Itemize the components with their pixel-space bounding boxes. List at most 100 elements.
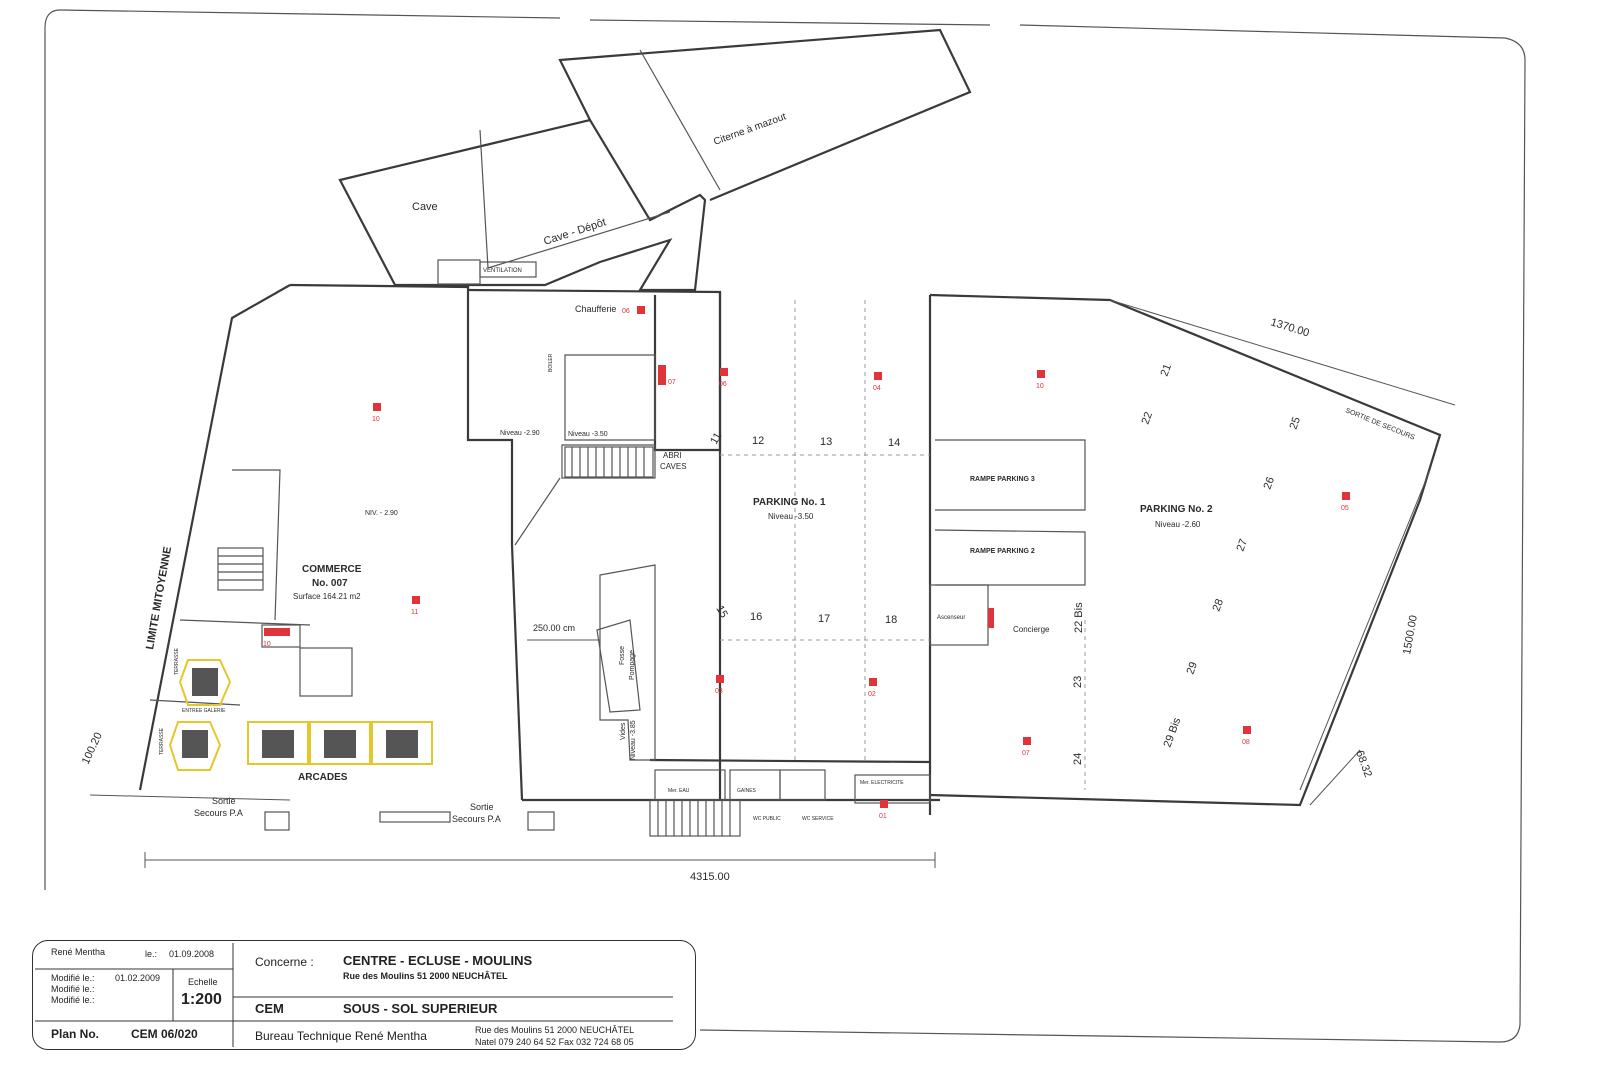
stairs bbox=[217, 446, 741, 837]
dim-100: 100.20 bbox=[80, 731, 105, 767]
fire-markers bbox=[264, 306, 1350, 808]
label-distance: 250.00 cm bbox=[533, 623, 575, 633]
concerne-label: Concerne : bbox=[255, 955, 314, 969]
bureau-name: Bureau Technique René Mentha bbox=[255, 1029, 427, 1043]
room-labels: Cave Cave - Dépôt Citerne à mazout VENTI… bbox=[144, 111, 1416, 824]
label-abri: ABRI bbox=[663, 451, 682, 460]
space-11: 11 bbox=[708, 431, 724, 447]
space-28: 28 bbox=[1211, 597, 1226, 613]
level-name: SOUS - SOL SUPERIEUR bbox=[343, 1001, 498, 1016]
dim-68: 68.32 bbox=[1353, 749, 1374, 779]
marker-label: 10 bbox=[263, 641, 271, 648]
space-15: 15 bbox=[713, 604, 730, 621]
space-21: 21 bbox=[1159, 362, 1174, 378]
bureau-contact: Natel 079 240 64 52 Fax 032 724 68 05 bbox=[475, 1037, 634, 1047]
project-name: CENTRE - ECLUSE - MOULINS bbox=[343, 953, 533, 968]
marker-label: 04 bbox=[873, 385, 881, 392]
label-surface: Surface 164.21 m2 bbox=[293, 592, 361, 601]
label-sortie-1: Sortie bbox=[212, 796, 236, 806]
space-29: 29 bbox=[1185, 660, 1200, 676]
parking-1-numbers: 11 12 13 14 15 16 17 18 bbox=[708, 431, 900, 626]
label-ventilation: VENTILATION bbox=[483, 268, 522, 274]
space-14: 14 bbox=[888, 437, 900, 449]
space-27: 27 bbox=[1235, 537, 1250, 553]
label-parking-1: PARKING No. 1 bbox=[753, 497, 826, 508]
marker-label: 03 bbox=[715, 688, 723, 695]
author-name: René Mentha bbox=[51, 947, 106, 957]
space-22-bis: 22 Bis bbox=[1073, 602, 1085, 633]
marker-label: 01 bbox=[879, 813, 887, 820]
label-terrasse-2: TERRASSE bbox=[159, 727, 165, 755]
label-mer-eau: Mer. EAU bbox=[668, 788, 690, 794]
space-24: 24 bbox=[1072, 753, 1084, 765]
project-code: CEM bbox=[255, 1001, 284, 1016]
label-sortie-secours: SORTIE DE SECOURS bbox=[1344, 407, 1416, 441]
modified-date-1: 01.02.2009 bbox=[115, 973, 161, 983]
label-niveau-350: Niveau -3.50 bbox=[568, 431, 608, 438]
label-vides: Vides bbox=[620, 722, 627, 740]
label-commerce: COMMERCE bbox=[302, 564, 362, 575]
plan-number: CEM 06/020 bbox=[131, 1027, 198, 1041]
label-secours-2: Secours P.A bbox=[452, 814, 501, 824]
title-block-grid bbox=[35, 943, 673, 1047]
label-vides-niveau: Niveau -3.85 bbox=[630, 720, 637, 760]
space-23: 23 bbox=[1072, 676, 1084, 688]
main-walls bbox=[138, 283, 1442, 815]
label-ascenseur: Ascenseur bbox=[937, 615, 965, 621]
space-25: 25 bbox=[1288, 415, 1303, 431]
scale-value: 1:200 bbox=[181, 991, 222, 1008]
plan-label: Plan No. bbox=[51, 1027, 100, 1041]
date-value: 01.09.2008 bbox=[169, 949, 215, 959]
marker-label: 06 bbox=[622, 308, 630, 315]
marker-label: 05 bbox=[1341, 505, 1349, 512]
north-wing-walls bbox=[338, 28, 972, 292]
label-wc-public: WC PUBLIC bbox=[753, 816, 781, 822]
label-fosse: Fosse bbox=[619, 646, 626, 665]
space-18: 18 bbox=[885, 614, 897, 626]
label-commerce-no: No. 007 bbox=[312, 578, 348, 589]
label-pompage: Pompage bbox=[629, 650, 636, 680]
label-sortie-2: Sortie bbox=[470, 802, 494, 812]
parking-guides bbox=[720, 300, 1086, 790]
label-mer-elec: Mer. ELECTRICITE bbox=[860, 780, 904, 786]
label-entree: ENTREE GALERIE bbox=[182, 708, 226, 714]
title-block: René Mentha le.: 01.09.2008 Modifié le.:… bbox=[32, 940, 696, 1050]
dim-1370: 1370.00 bbox=[1269, 316, 1311, 339]
label-terrasse-1: TERRASSE bbox=[174, 647, 180, 675]
label-niveau-290: Niveau -2.90 bbox=[500, 430, 540, 437]
label-citerne: Citerne à mazout bbox=[712, 111, 788, 147]
marker-label: 08 bbox=[1242, 739, 1250, 746]
space-26: 26 bbox=[1262, 475, 1277, 491]
dim-1500: 1500.00 bbox=[1401, 614, 1420, 655]
space-13: 13 bbox=[820, 436, 832, 448]
label-caves: CAVES bbox=[660, 462, 687, 471]
marker-label: 06 bbox=[719, 381, 727, 388]
label-parking-2: PARKING No. 2 bbox=[1140, 504, 1213, 515]
label-arcades: ARCADES bbox=[298, 772, 348, 783]
bureau-address: Rue des Moulins 51 2000 NEUCHÂTEL bbox=[475, 1025, 635, 1035]
sheet-outline bbox=[44, 9, 1526, 1043]
dim-4315: 4315.00 bbox=[690, 871, 730, 883]
label-gaines: GAINES bbox=[737, 788, 757, 794]
label-wc-service: WC SERVICE bbox=[802, 816, 834, 822]
label-secours-1: Secours P.A bbox=[194, 808, 243, 818]
marker-label: 02 bbox=[868, 691, 876, 698]
label-boiler: BOILER bbox=[548, 353, 554, 372]
label-cave-depot: Cave - Dépôt bbox=[542, 216, 607, 247]
space-16: 16 bbox=[750, 611, 762, 623]
label-concierge: Concierge bbox=[1013, 625, 1050, 634]
space-29-bis: 29 Bis bbox=[1162, 716, 1184, 749]
space-12: 12 bbox=[752, 435, 764, 447]
marker-label: 10 bbox=[1036, 383, 1044, 390]
marker-label: 07 bbox=[668, 379, 676, 386]
space-17: 17 bbox=[818, 613, 830, 625]
marker-label: 11 bbox=[411, 609, 418, 616]
parking-2-numbers: 21 22 25 26 27 28 29 22 Bis 23 24 29 Bis bbox=[1072, 362, 1303, 765]
label-cave: Cave bbox=[412, 201, 438, 213]
modified-label-3: Modifié le.: bbox=[51, 995, 95, 1005]
date-label: le.: bbox=[145, 949, 158, 959]
modified-label-2: Modifié le.: bbox=[51, 984, 95, 994]
project-address: Rue des Moulins 51 2000 NEUCHÂTEL bbox=[343, 971, 508, 981]
dimension-lines bbox=[89, 299, 1456, 868]
